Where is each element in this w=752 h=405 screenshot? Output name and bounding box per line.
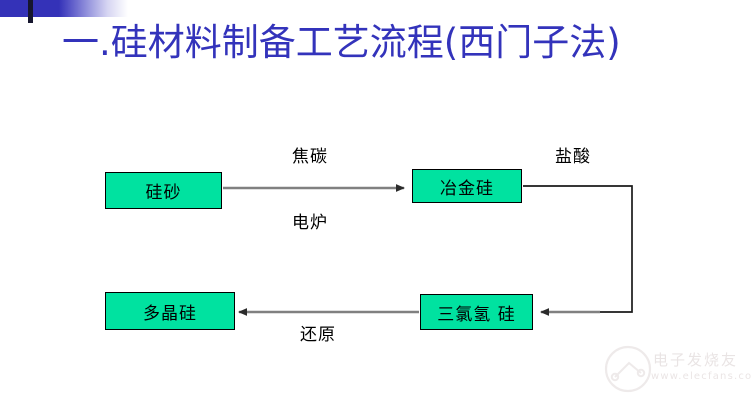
edge-label-hydrochloric-acid: 盐酸 (555, 147, 591, 167)
watermark-logo-icon (604, 345, 652, 393)
watermark-url: www.elecfans.com (651, 371, 752, 382)
watermark: 电子发烧友 www.elecfans.com (603, 343, 752, 401)
node-trichlorosilane[interactable]: 三氯氢 硅 (420, 294, 533, 330)
node-silica-sand-label: 硅砂 (145, 183, 182, 203)
edge-label-reduction: 还原 (300, 325, 336, 345)
edge-label-electric-furnace: 电炉 (292, 213, 328, 233)
page-title: 一.硅材料制备工艺流程(西门子法) (62, 21, 621, 64)
gradient-bar-tick-icon (28, 0, 33, 23)
watermark-text: 电子发烧友 (653, 351, 739, 369)
node-metallurgical-silicon[interactable]: 冶金硅 (412, 169, 522, 203)
node-polysilicon[interactable]: 多晶硅 (105, 292, 235, 330)
node-polysilicon-label: 多晶硅 (143, 303, 197, 324)
edge-label-coke: 焦碳 (292, 147, 328, 167)
node-metallurgical-silicon-label: 冶金硅 (440, 178, 494, 199)
node-trichlorosilane-label: 三氯氢 硅 (437, 304, 516, 325)
connector-metsi-to-tcs (523, 185, 633, 313)
node-silica-sand[interactable]: 硅砂 (105, 172, 222, 209)
